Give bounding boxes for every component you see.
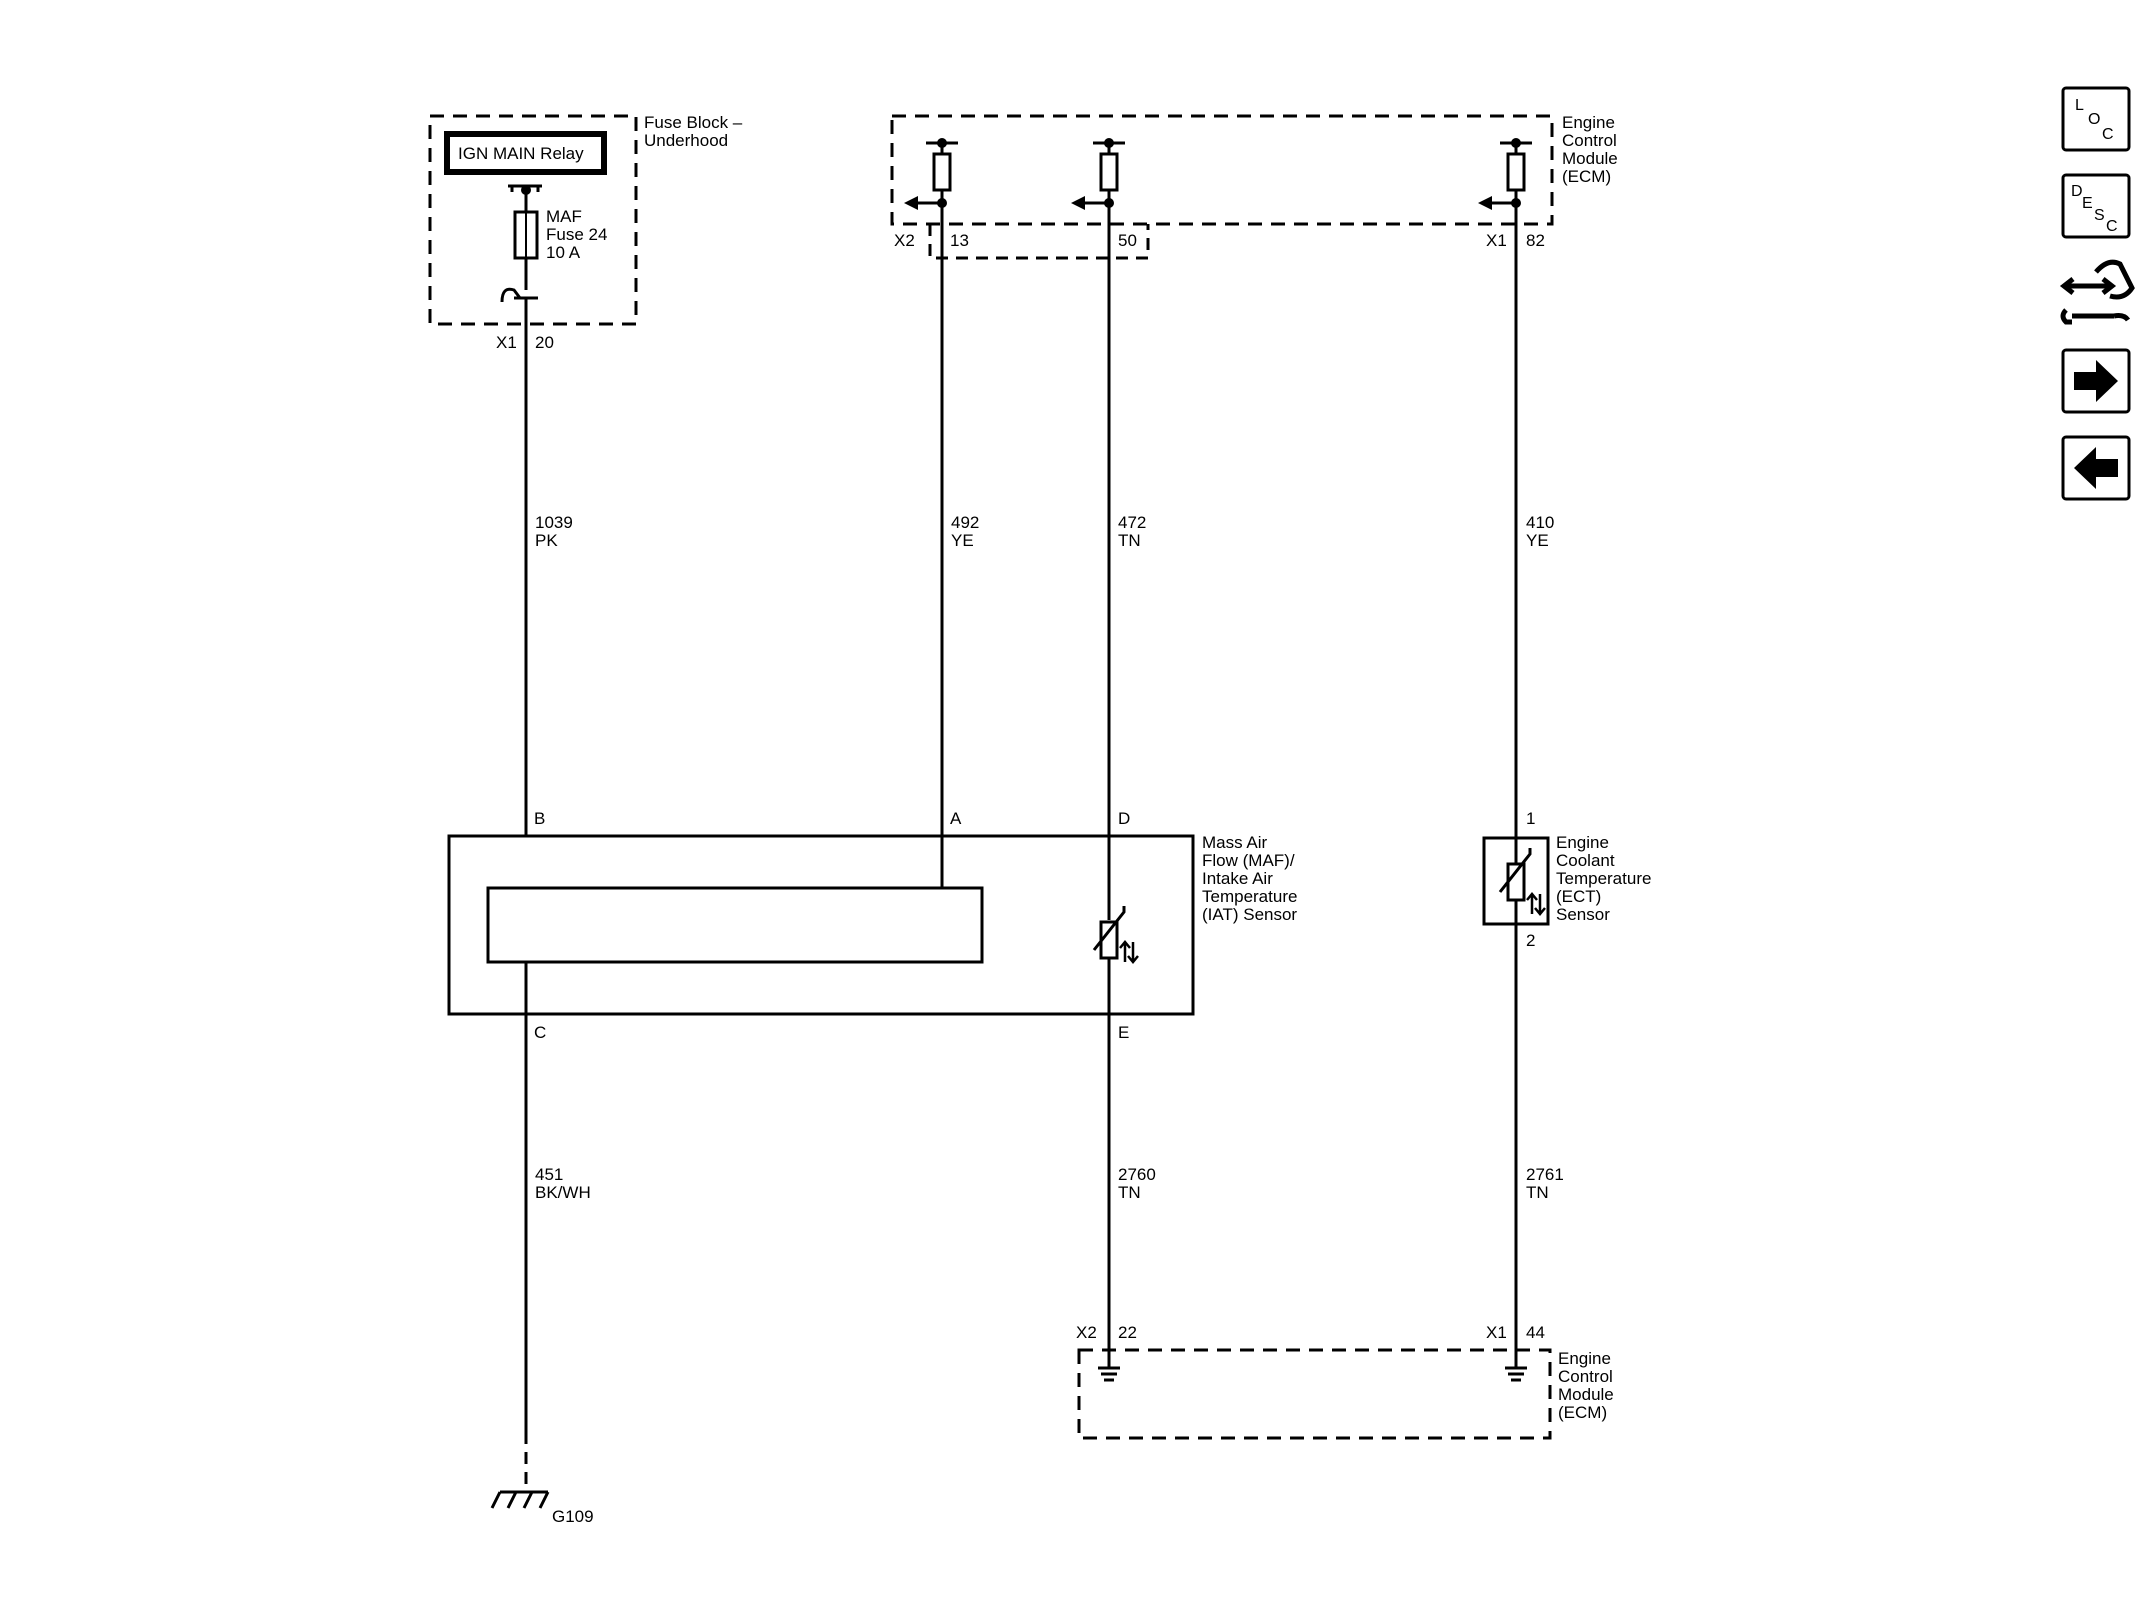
- wire-2761-color: TN: [1526, 1183, 1549, 1202]
- signal-arrow-icon: [1071, 196, 1085, 210]
- ecm-bottom-outline: [1077, 1348, 1552, 1440]
- nav-connector-button[interactable]: [2059, 259, 2135, 325]
- signal-ground-icon: [1505, 1366, 1527, 1382]
- ect-sensor: Engine Coolant Temperature (ECT) Sensor …: [1482, 809, 1651, 950]
- ecm-top-title-2: Control: [1562, 131, 1617, 150]
- loc-icon-c: C: [2102, 126, 2114, 143]
- fuse-label-3: 10 A: [546, 243, 581, 262]
- wire-1039-color: PK: [535, 531, 558, 550]
- maf-label-2: Flow (MAF)/: [1202, 851, 1295, 870]
- iat-thermistor-icon: [1092, 906, 1139, 964]
- chassis-ground-icon: [490, 1490, 550, 1509]
- wire-2760-color: TN: [1118, 1183, 1141, 1202]
- ect-thermistor-icon: [1498, 838, 1546, 924]
- wire-410-color: YE: [1526, 531, 1549, 550]
- relay-splice-dot: [521, 185, 531, 195]
- nav-prev-button[interactable]: [2061, 435, 2131, 501]
- ecm-top: Engine Control Module (ECM): [890, 113, 1618, 260]
- ecm-top-conn-x2: X2: [894, 231, 915, 250]
- ign-main-relay-label: IGN MAIN Relay: [458, 144, 584, 163]
- maf-iat-sensor: Mass Air Flow (MAF)/ Intake Air Temperat…: [447, 809, 1297, 1042]
- ecm-top-outline: [890, 114, 1554, 226]
- ground-g109: G109: [490, 1490, 594, 1526]
- ground-label: G109: [552, 1507, 594, 1526]
- ect-label-5: Sensor: [1556, 905, 1610, 924]
- nav-next-button[interactable]: [2061, 348, 2131, 414]
- ecm-top-title-4: (ECM): [1562, 167, 1611, 186]
- wire-2761-circuit: 2761: [1526, 1165, 1564, 1184]
- ect-pin-1: 1: [1526, 809, 1535, 828]
- ecm-ref-13: [904, 138, 958, 210]
- loc-icon-o: O: [2088, 111, 2100, 128]
- nav-desc-button[interactable]: D E S C: [2061, 173, 2131, 239]
- fuse-block-outline: [428, 114, 638, 326]
- maf-label-5: (IAT) Sensor: [1202, 905, 1297, 924]
- desc-icon-d: D: [2071, 183, 2083, 200]
- maf-pin-b: B: [534, 809, 545, 828]
- fuse-block-title-1: Fuse Block –: [644, 113, 743, 132]
- ecm-bottom-conn-x2: X2: [1076, 1323, 1097, 1342]
- ecm-top-title-1: Engine: [1562, 113, 1615, 132]
- ecm-top-pin-82: 82: [1526, 231, 1545, 250]
- ecm-bottom-title-4: (ECM): [1558, 1403, 1607, 1422]
- ecm-top-conn-x1: X1: [1486, 231, 1507, 250]
- desc-icon-c: C: [2106, 218, 2118, 235]
- wire-410-circuit: 410: [1526, 513, 1554, 532]
- wire-492-color: YE: [951, 531, 974, 550]
- arrow-left-icon: [2074, 447, 2118, 489]
- ecm-ref-50: [1071, 138, 1125, 210]
- ecm-top-pin-13: 13: [950, 231, 969, 250]
- wire-472-circuit: 472: [1118, 513, 1146, 532]
- ecm-top-connector-bracket: [928, 224, 1150, 260]
- wire-451-circuit: 451: [535, 1165, 563, 1184]
- maf-pin-d: D: [1118, 809, 1130, 828]
- wire-1039-circuit: 1039: [535, 513, 573, 532]
- fuse-label-2: Fuse 24: [546, 225, 607, 244]
- ecm-bottom-conn-x1: X1: [1486, 1323, 1507, 1342]
- maf-pin-c: C: [534, 1023, 546, 1042]
- fuse-label-1: MAF: [546, 207, 582, 226]
- signal-arrow-icon: [904, 196, 918, 210]
- ecm-bottom-title-2: Control: [1558, 1367, 1613, 1386]
- desc-icon-s: S: [2094, 207, 2105, 224]
- connector-wrench-icon: [2059, 259, 2135, 325]
- arrow-right-icon: [2074, 360, 2118, 402]
- maf-iat-outline: [447, 834, 1195, 1016]
- maf-pin-e: E: [1118, 1023, 1129, 1042]
- ect-label-2: Coolant: [1556, 851, 1615, 870]
- fuse-block-title-2: Underhood: [644, 131, 728, 150]
- ecm-top-pin-50: 50: [1118, 231, 1137, 250]
- signal-ground-icon: [1098, 1366, 1120, 1382]
- ecm-bottom-pin-44: 44: [1526, 1323, 1545, 1342]
- loc-icon-l: L: [2075, 97, 2084, 114]
- ect-label-3: Temperature: [1556, 869, 1651, 888]
- desc-icon-e: E: [2082, 195, 2093, 212]
- fuse-block-pin: 20: [535, 333, 554, 352]
- ecm-bottom-pin-22: 22: [1118, 1323, 1137, 1342]
- maf-label-3: Intake Air: [1202, 869, 1273, 888]
- ecm-bottom-title-3: Module: [1558, 1385, 1614, 1404]
- ecm-bottom-title-1: Engine: [1558, 1349, 1611, 1368]
- wire-451-color: BK/WH: [535, 1183, 591, 1202]
- wire-472-color: TN: [1118, 531, 1141, 550]
- ect-label-1: Engine: [1556, 833, 1609, 852]
- ect-label-4: (ECT): [1556, 887, 1601, 906]
- wire-492-circuit: 492: [951, 513, 979, 532]
- wire-2760-circuit: 2760: [1118, 1165, 1156, 1184]
- fuse-block: Fuse Block – Underhood IGN MAIN Relay MA…: [428, 113, 743, 352]
- ecm-top-title-3: Module: [1562, 149, 1618, 168]
- signal-arrow-icon: [1478, 196, 1492, 210]
- nav-loc-button[interactable]: L O C: [2061, 86, 2131, 152]
- female-terminal-icon: [500, 287, 538, 303]
- ign-main-relay-box: [444, 131, 607, 175]
- maf-label-1: Mass Air: [1202, 833, 1268, 852]
- fuse-block-connector: X1: [496, 333, 517, 352]
- ect-pin-2: 2: [1526, 931, 1535, 950]
- maf-element: [486, 886, 984, 964]
- ecm-ref-82: [1478, 138, 1532, 210]
- maf-label-4: Temperature: [1202, 887, 1297, 906]
- maf-pin-a: A: [950, 809, 962, 828]
- ecm-bottom: X2 22 X1 44 Engine Control Module (ECM): [1076, 1323, 1614, 1440]
